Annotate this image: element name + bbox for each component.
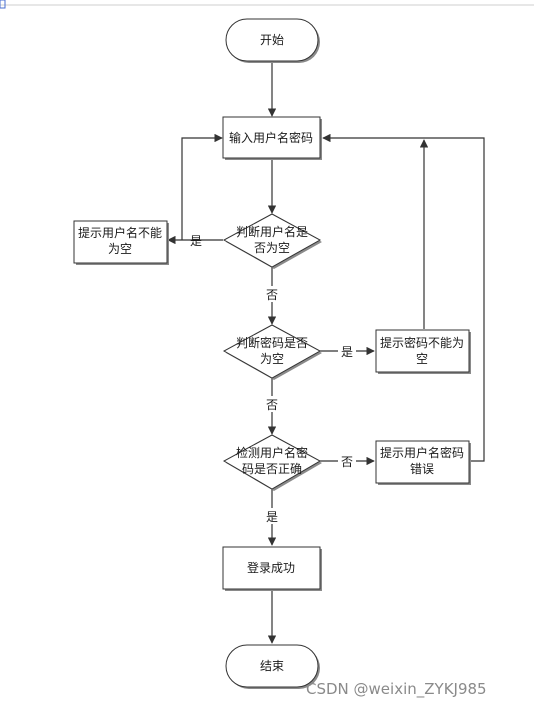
node-wrong-msg-line1: 提示用户名密码 <box>380 445 464 460</box>
edge-labels: 是 否 是 否 否 是 <box>190 234 356 524</box>
node-user-empty-msg-line2: 为空 <box>108 242 132 256</box>
label-pwd-empty-no: 否 <box>266 398 278 412</box>
node-input-label: 输入用户名密码 <box>229 130 313 145</box>
watermark-text: CSDN @weixin_ZYKJ985 <box>306 680 487 699</box>
corner-mark <box>0 0 6 9</box>
node-start: 开始 <box>225 18 320 63</box>
node-check-correct: 检测用户名密 码是否正确 <box>222 434 322 491</box>
node-pwd-empty-msg: 提示密码不能为 空 <box>375 329 471 374</box>
node-end-label: 结束 <box>260 659 284 673</box>
node-wrong-msg: 提示用户名密码 错误 <box>375 440 471 485</box>
node-wrong-msg-line2: 错误 <box>410 462 434 476</box>
node-input: 输入用户名密码 <box>222 116 322 160</box>
edge-wrong-loop <box>322 133 485 462</box>
label-correct-no: 否 <box>341 455 353 469</box>
node-user-empty-msg: 提示用户名不能 为空 <box>73 220 169 265</box>
node-start-label: 开始 <box>260 33 284 47</box>
node-check-pwd-empty-line2: 为空 <box>260 352 284 366</box>
node-check-correct-line2: 码是否正确 <box>242 462 302 476</box>
node-user-empty-msg-line1: 提示用户名不能 <box>78 225 162 240</box>
node-check-user-empty-line1: 判断用户名是 <box>236 224 308 239</box>
node-check-user-empty-line2: 否为空 <box>254 241 290 255</box>
label-user-empty-yes: 是 <box>190 234 202 248</box>
node-success-label: 登录成功 <box>247 560 295 575</box>
node-end: 结束 <box>225 644 320 689</box>
node-check-user-empty: 判断用户名是 否为空 <box>222 213 322 269</box>
label-correct-yes: 是 <box>266 510 278 524</box>
label-pwd-empty-yes: 是 <box>341 345 353 359</box>
node-pwd-empty-msg-line1: 提示密码不能为 <box>380 335 464 350</box>
label-user-empty-no: 否 <box>266 288 278 302</box>
node-check-correct-line1: 检测用户名密 <box>236 445 308 460</box>
node-success: 登录成功 <box>222 546 322 591</box>
edge-user-empty-loop <box>181 133 223 240</box>
node-check-pwd-empty-line1: 判断密码是否 <box>236 335 308 350</box>
node-pwd-empty-msg-line2: 空 <box>416 352 428 366</box>
node-check-pwd-empty: 判断密码是否 为空 <box>222 324 322 380</box>
